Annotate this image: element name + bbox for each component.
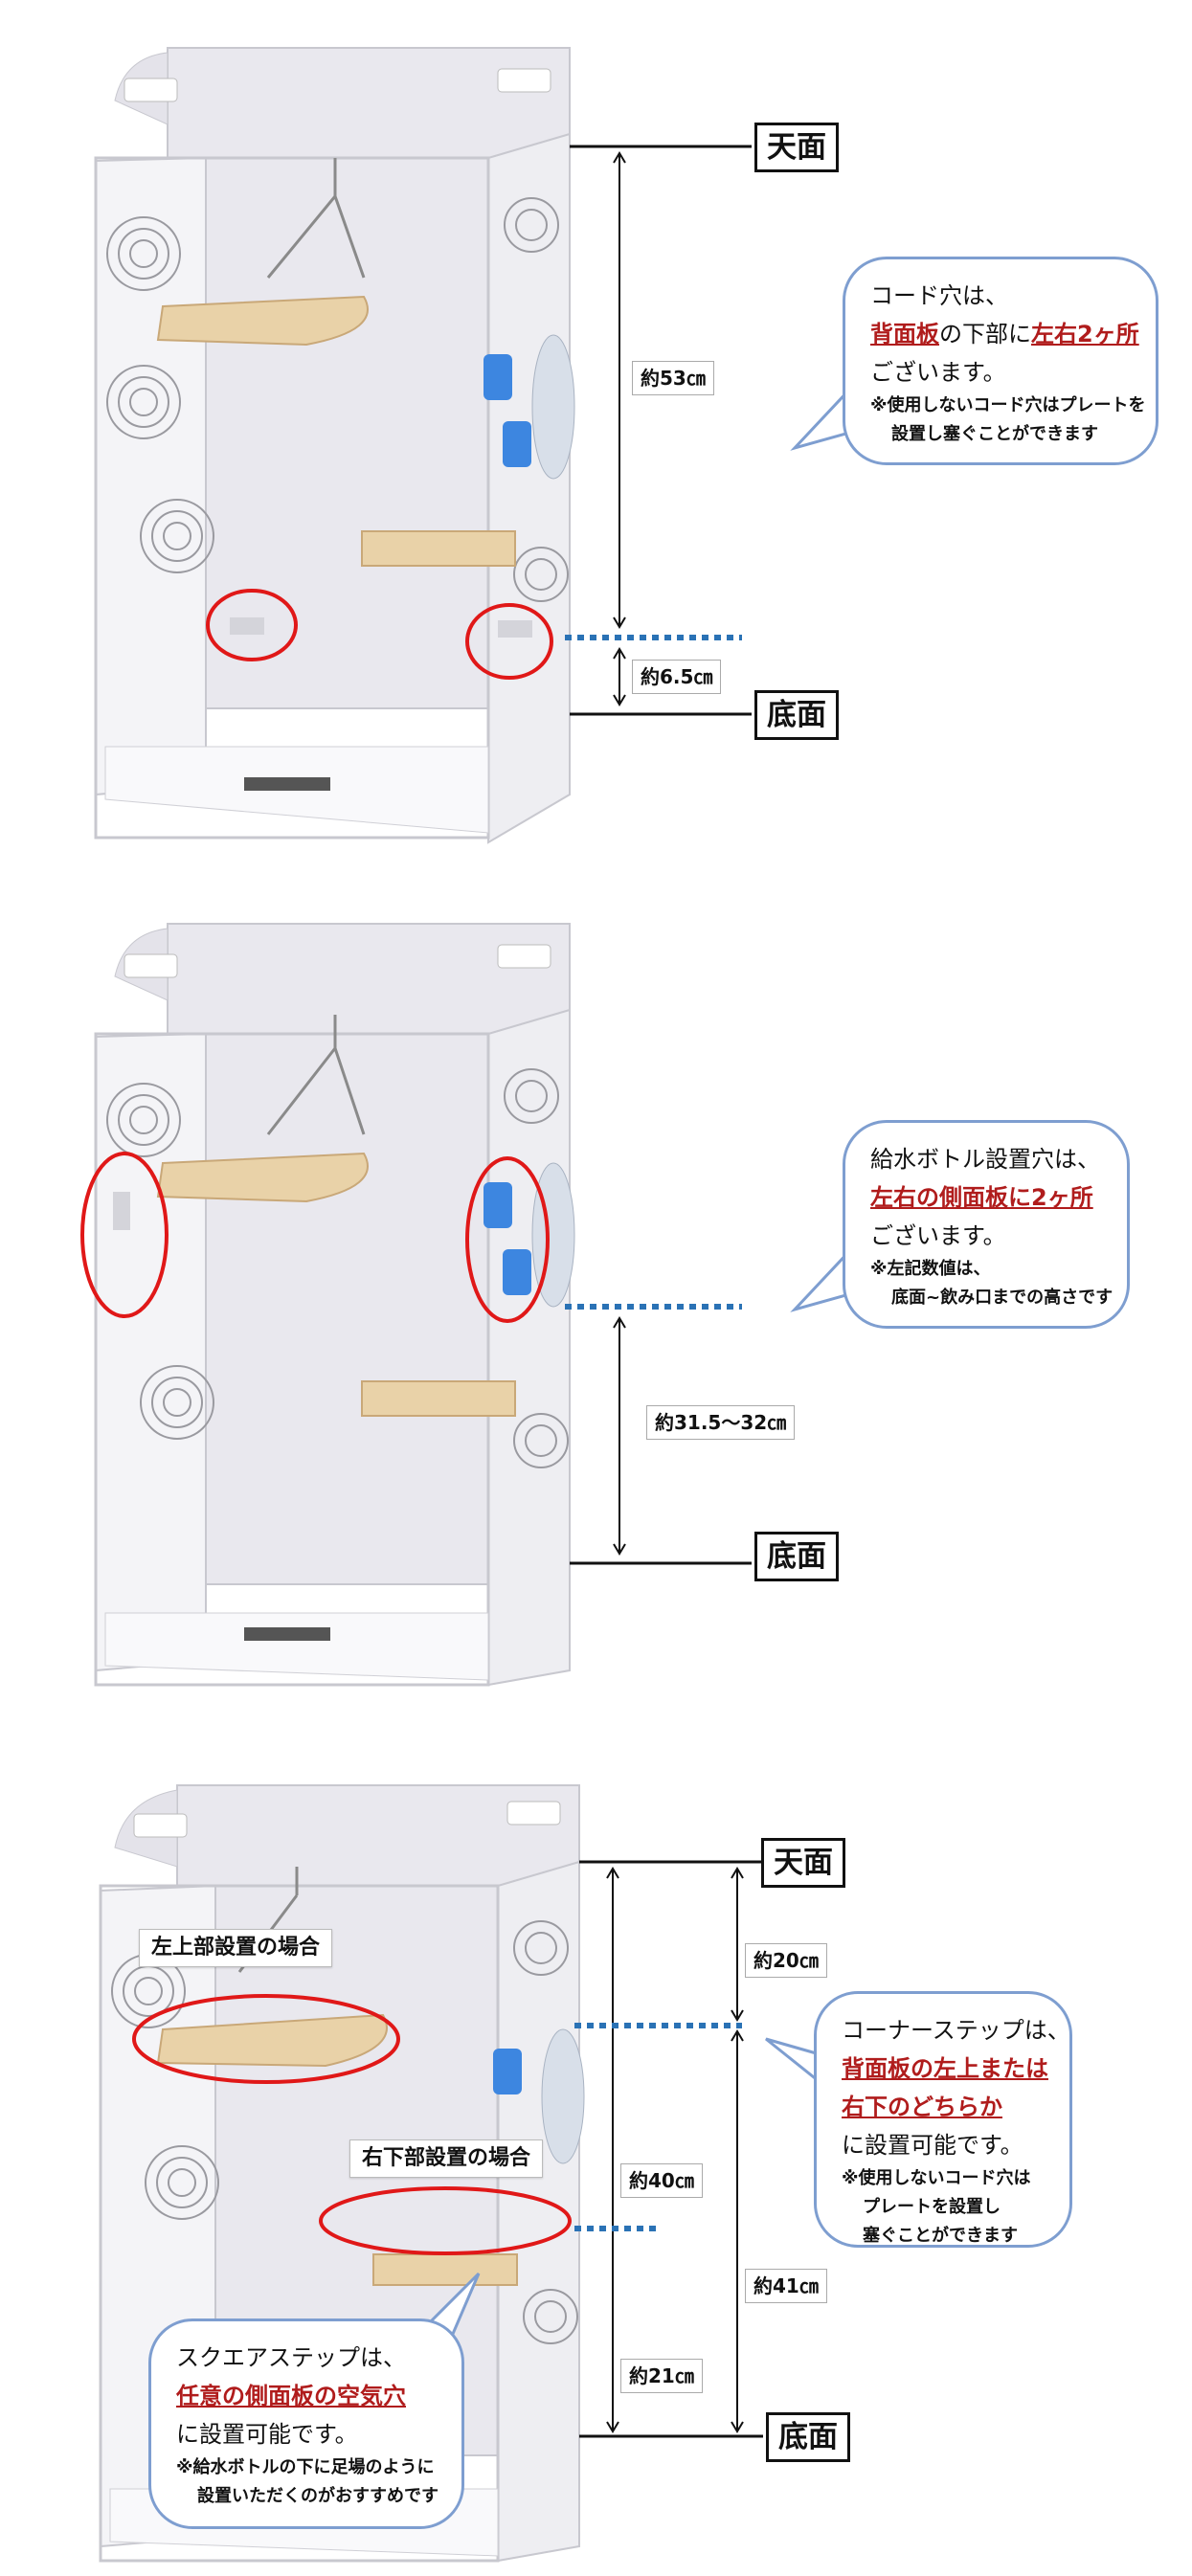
fan-icon	[106, 216, 214, 573]
cage-illustration	[99, 1784, 840, 2563]
square-step	[361, 530, 516, 567]
callout-line: 任意の側面板の空気穴	[176, 2377, 437, 2415]
callout-line: 左右の側面板に2ヶ所	[870, 1178, 1102, 1217]
callout-line: ございます。	[870, 1222, 1006, 1249]
callout-line: に設置可能です。	[176, 2421, 358, 2448]
highlight-circle	[132, 1994, 400, 2084]
highlight-circle	[206, 589, 298, 661]
cage-illustration	[94, 47, 893, 844]
callout-note: 設置いただくのがおすすめです	[197, 2486, 439, 2506]
square-step-callout: スクエアステップは、 任意の側面板の空気穴 に設置可能です。 ※給水ボトルの下に…	[148, 2318, 464, 2529]
highlight-circle	[80, 1152, 169, 1318]
callout-note: 設置し塞ぐことができます	[891, 424, 1098, 444]
measure-20: 約20㎝	[745, 1943, 827, 1978]
red-emphasis: 任意の側面板の空気穴	[176, 2383, 406, 2409]
callout-line: 背面板の左上または	[842, 2050, 1048, 2088]
cord-hole-callout: コード穴は、 背面板の下部に左右2ヶ所 ございます。 ※使用しないコード穴はプレ…	[843, 257, 1158, 465]
red-emphasis: 右下のどちらか	[842, 2094, 1002, 2120]
callout-line: 右下のどちらか	[842, 2088, 1045, 2126]
measure-height: 約53㎝	[632, 361, 714, 395]
corner-step	[156, 1152, 369, 1203]
callout-line: コーナーステップは、	[842, 2017, 1070, 2044]
cord-hole-panel: 天面 底面 約53㎝ 約6.5㎝ コード穴は、 背面板の下部に左右2ヶ所 ござい…	[0, 0, 1192, 862]
upper-left-tag: 左上部設置の場合	[139, 1929, 333, 1967]
top-face-label: 天面	[754, 123, 839, 172]
water-bottle	[484, 1182, 512, 1228]
callout-note: ※使用しないコード穴はプレートを	[870, 395, 1146, 415]
callout-line: コード穴は、	[870, 282, 1008, 309]
red-emphasis: 背面板の左上または	[842, 2055, 1048, 2082]
top-face-label: 天面	[761, 1838, 845, 1888]
callout-note: 底面~飲み口までの高さです	[891, 1288, 1113, 1308]
callout-line: 給水ボトル設置穴は、	[870, 1146, 1100, 1173]
measure-21: 約21㎝	[620, 2359, 703, 2393]
cord-hole	[498, 620, 532, 638]
callout-line: 背面板の下部に左右2ヶ所	[870, 315, 1139, 353]
callout-note: ※左記数値は、	[870, 1259, 991, 1279]
measure-bottle-height: 約31.5～32㎝	[646, 1405, 796, 1440]
measure-cord-hole: 約6.5㎝	[632, 660, 722, 694]
highlight-circle	[465, 603, 553, 680]
callout-text: の下部に	[939, 321, 1031, 347]
callout-note: ※給水ボトルの下に足場のように	[176, 2457, 435, 2477]
corner-step	[156, 295, 369, 347]
bottle-hole	[113, 1192, 130, 1230]
bottom-face-label: 底面	[754, 690, 839, 740]
hanger	[266, 158, 366, 279]
highlight-circle	[465, 1156, 550, 1323]
lower-right-tag: 右下部設置の場合	[349, 2139, 544, 2178]
water-bottle	[503, 1249, 531, 1295]
cord-hole	[230, 617, 264, 635]
callout-note: 塞ぐことができます	[863, 2226, 1018, 2246]
callout-line: に設置可能です。	[842, 2132, 1023, 2159]
measure-41: 約41㎝	[745, 2269, 827, 2303]
handle-slot	[497, 68, 551, 93]
step-placement-panel: 天面 底面 約20㎝ 約40㎝ 約41㎝ 約21㎝ 左上部設置の場合 右下部設置…	[0, 1761, 1192, 2576]
callout-line: スクエアステップは、	[176, 2344, 406, 2371]
handle-slot	[124, 78, 178, 102]
corner-step-callout: コーナーステップは、 背面板の左上または 右下のどちらか に設置可能です。 ※使…	[814, 1991, 1072, 2248]
square-step	[372, 2253, 518, 2286]
red-emphasis: 背面板	[870, 321, 939, 347]
bottom-face-label: 底面	[766, 2412, 850, 2462]
callout-line: ございます。	[870, 359, 1006, 386]
fan-icon	[106, 1083, 214, 1440]
square-step	[361, 1380, 516, 1417]
bottom-face-label: 底面	[754, 1532, 839, 1581]
tray-handle	[244, 1627, 330, 1641]
tray-handle	[244, 777, 330, 791]
water-bottle	[503, 421, 531, 467]
water-bottle-callout: 給水ボトル設置穴は、 左右の側面板に2ヶ所 ございます。 ※左記数値は、 底面~…	[843, 1120, 1130, 1329]
red-emphasis: 左右2ヶ所	[1031, 321, 1139, 347]
water-bottle	[493, 2049, 522, 2094]
callout-note: プレートを設置し	[863, 2197, 1001, 2217]
callout-note: ※使用しないコード穴は	[842, 2168, 1031, 2188]
highlight-circle	[319, 2186, 572, 2255]
water-bottle	[484, 354, 512, 400]
water-bottle-panel: 底面 約31.5～32㎝ 給水ボトル設置穴は、 左右の側面板に2ヶ所 ございます…	[0, 905, 1192, 1699]
measure-40: 約40㎝	[620, 2163, 703, 2198]
red-emphasis: 左右の側面板に2ヶ所	[870, 1184, 1093, 1211]
